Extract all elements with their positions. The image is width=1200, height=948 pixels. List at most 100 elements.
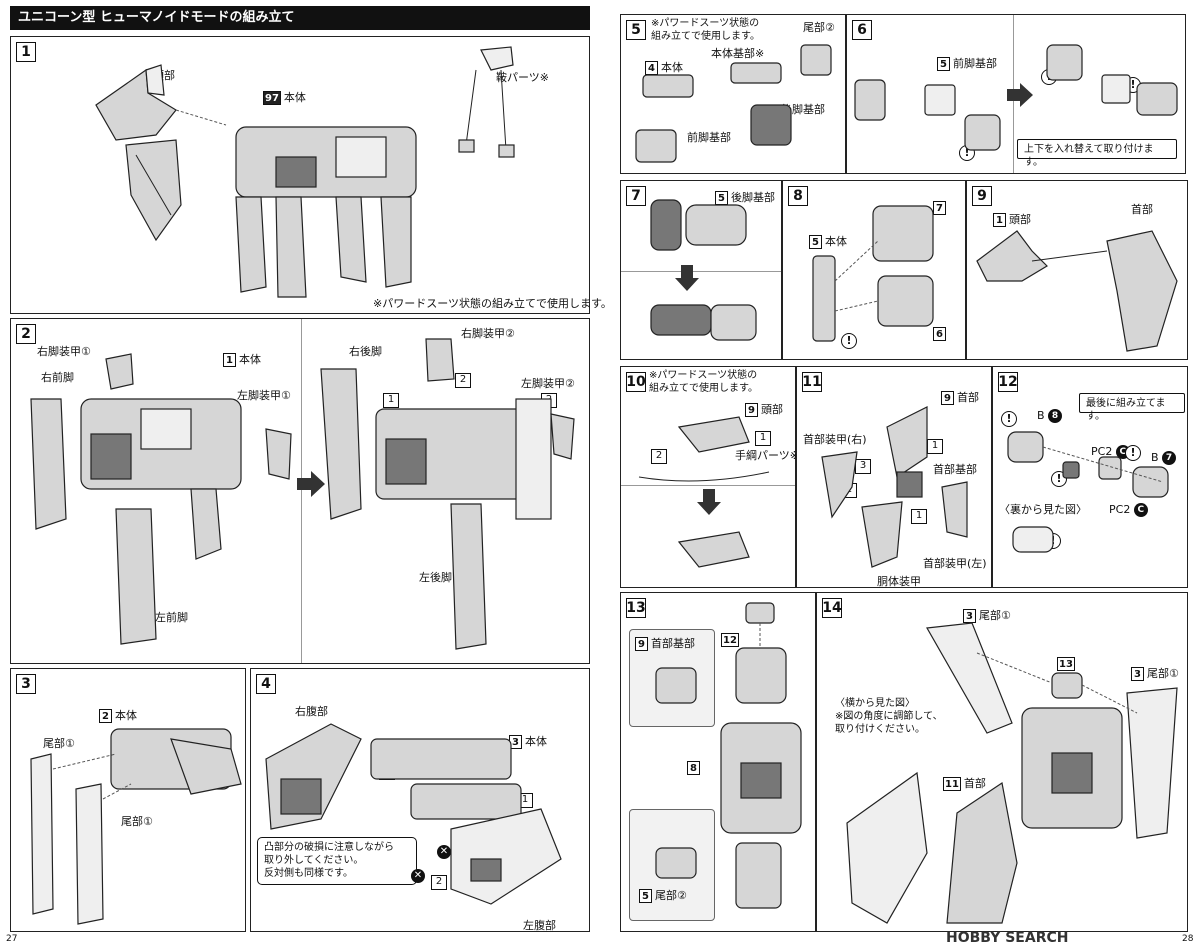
label-body-text: 本体 bbox=[825, 235, 847, 248]
part-ref-1: 1 bbox=[223, 353, 236, 367]
page-number: 28 bbox=[1182, 934, 1194, 944]
caution-box: 凸部分の破損に注意しながら 取り外してください。 反対側も同様です。 bbox=[257, 837, 417, 885]
step-number: 9 bbox=[972, 186, 992, 206]
body-legs-illustration bbox=[30, 353, 292, 645]
label-tail-2: 尾部② bbox=[803, 21, 835, 34]
warning-icon: ! bbox=[841, 333, 857, 349]
label-tail-2-text: 尾部② bbox=[655, 889, 687, 902]
neck-armor-illustration bbox=[821, 406, 968, 568]
part-code-7: 7 bbox=[1162, 451, 1177, 465]
step-number: 2 bbox=[16, 324, 36, 344]
label-head-text: 頭部 bbox=[1009, 213, 1031, 226]
swap-note: 上下を入れ替えて取り付けます。 bbox=[1017, 139, 1177, 168]
part-ref-5: 5 bbox=[809, 235, 822, 249]
label-neck-base: 首部基部 bbox=[933, 463, 977, 476]
part-ref-2: 2 bbox=[99, 709, 112, 723]
part-ref-5: 5 bbox=[937, 57, 950, 71]
unicorn-body-illustration bbox=[235, 126, 417, 298]
step-12-panel: 12 最後に組み立てます。 B 8 PC2 C B 7 PC2 C 〈裏から見た… bbox=[992, 366, 1188, 588]
arrow-right-icon bbox=[1007, 83, 1033, 107]
label-torso-armor: 胴体装甲 bbox=[877, 575, 921, 588]
label-body-text: 本体 bbox=[661, 61, 683, 74]
part-ref-5: 5 bbox=[639, 889, 652, 903]
step-marker-2: 2 bbox=[651, 449, 667, 464]
label-b7-text: B bbox=[1151, 451, 1159, 464]
label-tail-1b: 尾部① bbox=[121, 815, 153, 828]
step-number: 4 bbox=[256, 674, 276, 694]
label-right-armor-1: 右脚装甲① bbox=[37, 345, 91, 358]
step-number: 8 bbox=[788, 186, 808, 206]
warning-icon: ! bbox=[1001, 411, 1017, 427]
part-ref-12: 12 bbox=[721, 633, 739, 647]
step-number: 6 bbox=[852, 20, 872, 40]
head-neck-illustration bbox=[976, 230, 1178, 352]
step-number: 7 bbox=[626, 186, 646, 206]
part-ref-8: 8 bbox=[687, 761, 700, 775]
label-left-armor-2: 左脚装甲② bbox=[521, 377, 575, 390]
label-tail-1a-text: 尾部① bbox=[979, 609, 1011, 622]
warning-icon: ! bbox=[1125, 445, 1141, 461]
part-ref-11: 11 bbox=[943, 777, 961, 791]
label-saddle: 鞍パーツ※ bbox=[496, 71, 549, 84]
label-neck: 首部 bbox=[1131, 203, 1153, 216]
step-number: 14 bbox=[822, 598, 842, 618]
label-neck-armor-right: 首部装甲(右) bbox=[803, 433, 867, 446]
step-number: 12 bbox=[998, 372, 1018, 392]
cross-icon: ✕ bbox=[437, 845, 451, 859]
note-powered-suit: ※パワードスーツ状態の組み立てで使用します。 bbox=[373, 297, 612, 310]
step-11-panel: 11 首部装甲(右) 9首部 首部基部 首部装甲(左) 胴体装甲 1 3 2 1 bbox=[796, 366, 992, 588]
step-marker-2: 2 bbox=[455, 373, 471, 388]
watermark: HOBBY SEARCH bbox=[946, 930, 1069, 946]
assembled-legs-illustration bbox=[320, 338, 575, 650]
step-number: 3 bbox=[16, 674, 36, 694]
label-head-text: 頭部 bbox=[761, 403, 783, 416]
label-right-rear-leg: 右後脚 bbox=[349, 345, 382, 358]
label-neck-text: 首部 bbox=[957, 391, 979, 404]
step-marker-2b: 2 bbox=[431, 875, 447, 890]
label-rear-leg-base: 後脚基部 bbox=[781, 103, 825, 116]
step-number: 13 bbox=[626, 598, 646, 618]
tail-neck-assembly-illustration bbox=[846, 622, 1178, 924]
label-body-base: 本体基部※ bbox=[711, 47, 765, 60]
label-reins: 手綱パーツ※ bbox=[735, 449, 799, 462]
label-b7: B 7 bbox=[1151, 451, 1177, 465]
label-right-armor-2: 右脚装甲② bbox=[461, 327, 515, 340]
label-body-text: 本体 bbox=[115, 709, 137, 722]
body-leg-base-illustration bbox=[812, 205, 934, 342]
arrow-down-icon bbox=[675, 265, 699, 291]
label-body-text: 本体 bbox=[525, 735, 547, 748]
part-ref-6: 6 bbox=[933, 327, 946, 341]
step-number: 5 bbox=[626, 20, 646, 40]
part-ref-3: 3 bbox=[1131, 667, 1144, 681]
part-ref-13: 13 bbox=[1057, 657, 1075, 671]
part-ref-3: 3 bbox=[963, 609, 976, 623]
page-title: ユニコーン型 ヒューマノイドモードの組み立て bbox=[10, 6, 590, 30]
side-view-note: 〈横から見た図〉 ※図の角度に調節して、 取り付けください。 bbox=[835, 698, 943, 735]
last-step-note: 最後に組み立てます。 bbox=[1079, 393, 1185, 422]
step-marker-1: 1 bbox=[383, 393, 399, 408]
label-back-view: 〈裏から見た図〉 bbox=[999, 503, 1087, 516]
part-ref-9: 9 bbox=[941, 391, 954, 405]
unicorn-head-illustration bbox=[95, 64, 227, 242]
label-neck-armor-left: 首部装甲(左) bbox=[923, 557, 987, 570]
head-reins-illustration bbox=[638, 416, 770, 568]
